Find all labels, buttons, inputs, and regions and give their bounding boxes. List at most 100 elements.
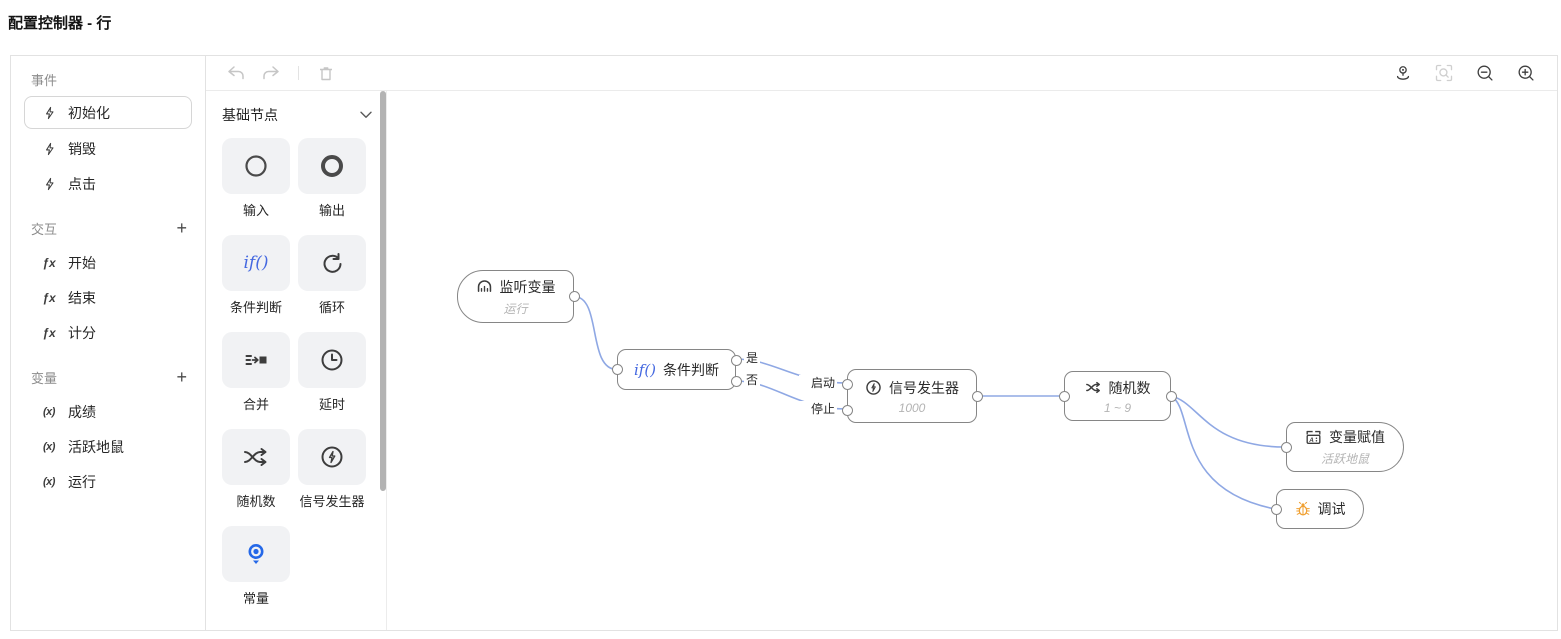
toolbar-left [226, 63, 336, 83]
editor-area: 基础节点 输入 输出 if() 条件判断 [206, 56, 1557, 630]
node-subtitle: 1000 [898, 400, 926, 415]
fit-view-icon [1435, 64, 1453, 82]
merge-icon [245, 355, 267, 365]
section-interaction-label: 交互 [31, 221, 58, 237]
lightning-icon [45, 142, 54, 155]
sidebar-item-label: 开始 [68, 254, 96, 271]
palette-node-label: 常量 [242, 591, 269, 606]
undo-button[interactable] [226, 63, 246, 83]
fx-icon: ƒx [42, 255, 56, 270]
sidebar-item-label: 初始化 [68, 104, 110, 121]
sidebar-item-destroy[interactable]: 销毁 [24, 131, 192, 166]
listen-icon [477, 280, 491, 292]
redo-button[interactable] [261, 63, 281, 83]
sidebar-item-grade[interactable]: (x) 成绩 [24, 394, 192, 429]
sidebar-item-start[interactable]: ƒx 开始 [24, 245, 192, 280]
node-debug[interactable]: 调试 [1270, 489, 1364, 529]
sidebar-item-label: 活跃地鼠 [68, 438, 124, 455]
node-title: 信号发生器 [889, 379, 959, 396]
output-port[interactable] [971, 390, 983, 402]
input-port-start[interactable] [841, 378, 853, 390]
wire-random-debug [1170, 395, 1276, 510]
node-condition[interactable]: if() 条件判断 [611, 349, 742, 390]
node-assign-variable[interactable]: A 变量赋值 活跃地鼠 [1280, 422, 1404, 472]
sidebar-item-click[interactable]: 点击 [24, 166, 192, 201]
node-subtitle: 1 ~ 9 [1103, 400, 1132, 415]
input-port[interactable] [1280, 441, 1292, 453]
output-port[interactable] [1165, 390, 1177, 402]
node-subtitle: 运行 [503, 301, 528, 316]
signal-icon [866, 380, 881, 395]
if-icon: if() [633, 360, 657, 379]
zoom-in-icon [1518, 65, 1534, 81]
sidebar-item-label: 销毁 [68, 140, 96, 157]
sidebar-item-init[interactable]: 初始化 [24, 96, 192, 129]
shuffle-icon [1085, 381, 1100, 394]
palette-node-merge[interactable]: 合并 [222, 332, 290, 412]
palette-scrollbar[interactable] [380, 91, 386, 491]
node-random-number[interactable]: 随机数 1 ~ 9 [1058, 371, 1177, 421]
chevron-down-icon [360, 111, 372, 118]
toolbar-right [1393, 63, 1536, 83]
flow-canvas[interactable]: 是 否 启动 停止 监听变量 运行 if() 条件判 [387, 91, 1557, 630]
delete-button[interactable] [316, 63, 336, 83]
node-signal-generator[interactable]: 信号发生器 1000 [841, 369, 983, 423]
input-circle-icon [245, 155, 267, 177]
node-palette: 基础节点 输入 输出 if() 条件判断 [206, 91, 387, 630]
output-circle-icon [321, 155, 343, 177]
locate-button[interactable] [1393, 63, 1413, 83]
node-subtitle: 活跃地鼠 [1320, 452, 1369, 466]
output-port-no[interactable] [730, 375, 742, 387]
palette-group-header[interactable]: 基础节点 [222, 104, 372, 126]
input-port[interactable] [1058, 390, 1070, 402]
signal-icon [321, 446, 343, 468]
palette-node-label: 延时 [318, 397, 345, 412]
node-listen-variable[interactable]: 监听变量 运行 [457, 270, 580, 323]
fit-view-button[interactable] [1434, 63, 1454, 83]
sidebar-item-end[interactable]: ƒx 结束 [24, 280, 192, 315]
port-label-yes: 是 [744, 350, 761, 366]
variable-icon: (x) [43, 440, 55, 453]
palette-node-output[interactable]: 输出 [298, 138, 366, 218]
palette-node-label: 随机数 [236, 494, 276, 509]
output-port[interactable] [568, 291, 580, 302]
zoom-in-button[interactable] [1516, 63, 1536, 83]
editor-content: 基础节点 输入 输出 if() 条件判断 [206, 91, 1557, 630]
input-port[interactable] [611, 364, 623, 375]
palette-node-label: 信号发生器 [299, 494, 365, 509]
lightning-icon [45, 106, 54, 119]
palette-node-input[interactable]: 输入 [222, 138, 290, 218]
sidebar-item-running[interactable]: (x) 运行 [24, 464, 192, 499]
lightning-icon [45, 177, 54, 190]
shuffle-icon [244, 448, 267, 466]
palette-node-loop[interactable]: 循环 [298, 235, 366, 315]
palette-group-title: 基础节点 [222, 107, 278, 123]
trash-icon [320, 66, 332, 80]
add-interaction-button[interactable]: + [176, 218, 187, 238]
palette-node-constant[interactable]: 常量 [222, 526, 290, 606]
zoom-out-icon [1477, 65, 1493, 81]
node-title: 调试 [1317, 501, 1346, 517]
sidebar-item-label: 运行 [68, 473, 96, 490]
palette-node-label: 输入 [242, 203, 269, 218]
input-port[interactable] [1270, 503, 1282, 515]
palette-node-signal[interactable]: 信号发生器 [298, 429, 366, 509]
zoom-out-button[interactable] [1475, 63, 1495, 83]
node-title: 变量赋值 [1329, 429, 1385, 445]
sidebar-item-active-mole[interactable]: (x) 活跃地鼠 [24, 429, 192, 464]
loop-icon [323, 253, 342, 273]
node-title: 监听变量 [499, 278, 556, 295]
input-port-stop[interactable] [841, 404, 853, 416]
redo-icon [263, 66, 279, 80]
palette-node-label: 输出 [318, 203, 345, 218]
delay-clock-icon [321, 349, 343, 371]
output-port-yes[interactable] [730, 354, 742, 366]
add-variable-button[interactable]: + [176, 367, 187, 387]
sidebar-item-score-fn[interactable]: ƒx 计分 [24, 315, 192, 350]
palette-node-random[interactable]: 随机数 [222, 429, 290, 509]
palette-node-delay[interactable]: 延时 [298, 332, 366, 412]
wire-random-assign [1170, 395, 1286, 448]
section-interaction: 交互 + [31, 218, 187, 238]
palette-grid: 输入 输出 if() 条件判断 循环 [222, 138, 386, 623]
palette-node-condition[interactable]: if() 条件判断 [222, 235, 290, 315]
